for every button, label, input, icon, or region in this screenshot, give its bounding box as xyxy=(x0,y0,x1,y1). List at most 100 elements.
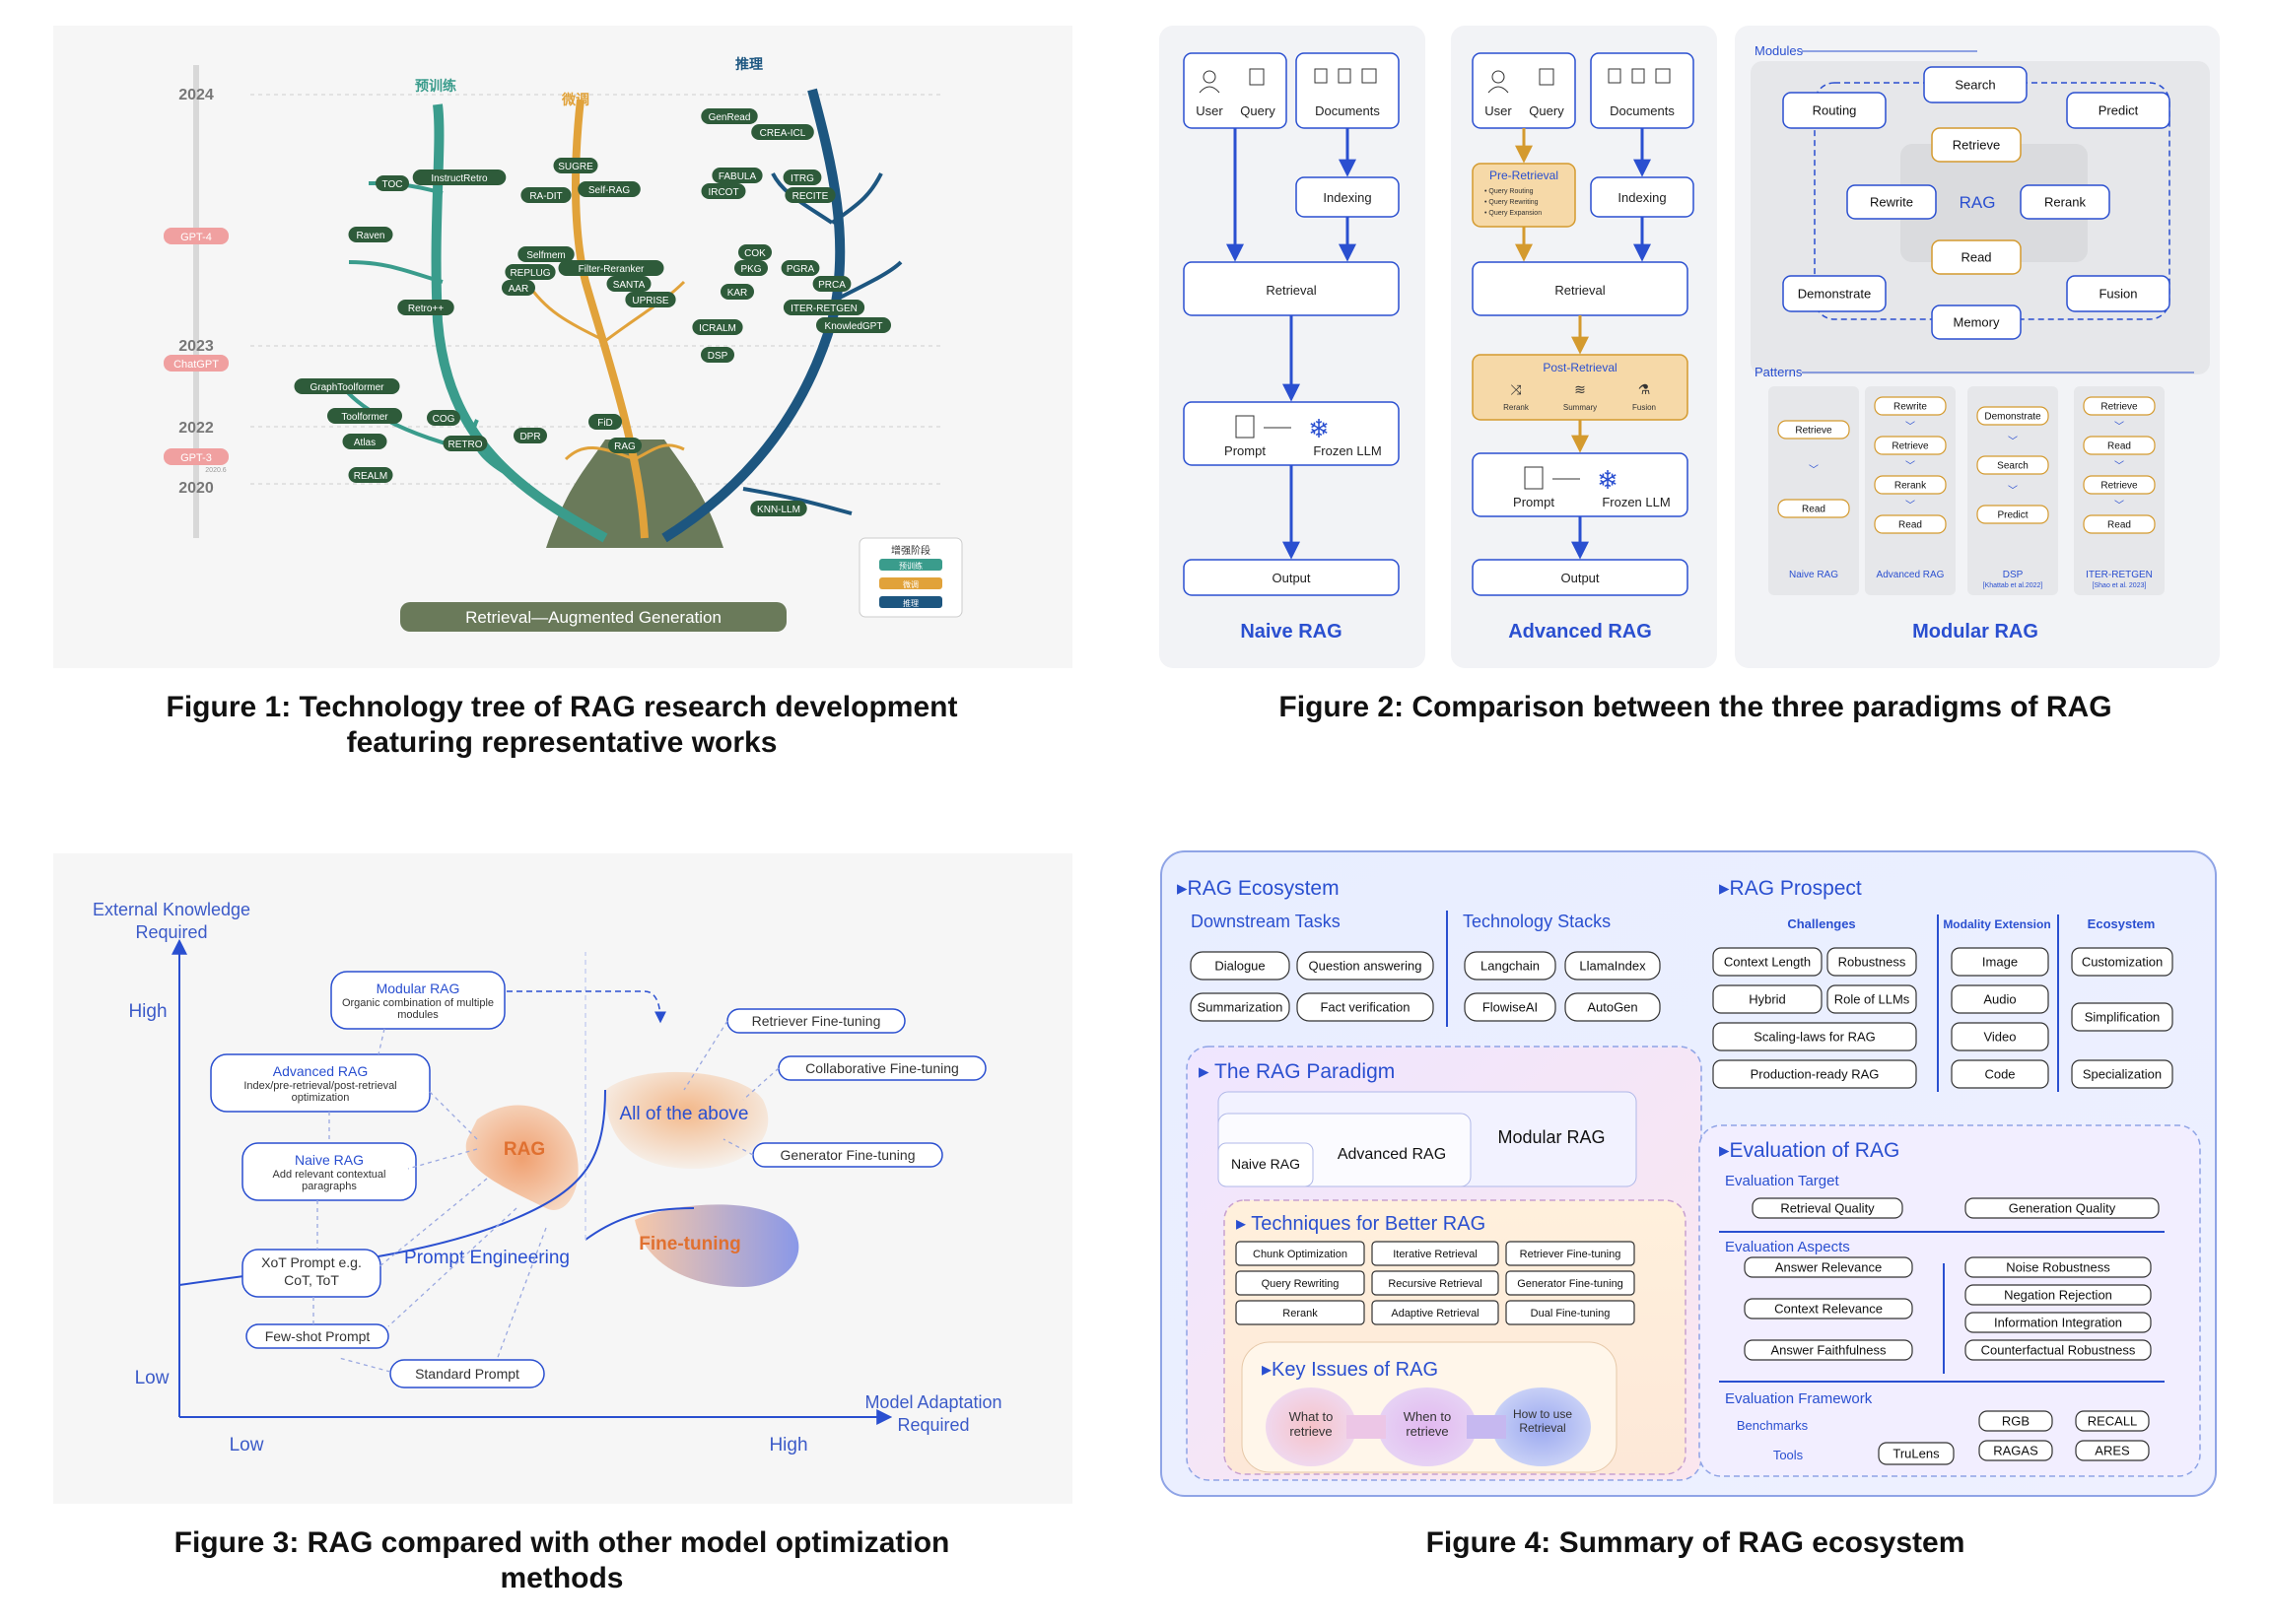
svg-text:Raven: Raven xyxy=(357,231,385,241)
advanced-rag-box xyxy=(210,1053,431,1113)
technique: Chunk Optimization xyxy=(1235,1241,1365,1266)
svg-text:KnowledGPT: KnowledGPT xyxy=(825,321,883,332)
branch-label-finetune: 微调 xyxy=(561,92,589,107)
svg-text:Noise Robustness: Noise Robustness xyxy=(2006,1260,2110,1275)
svg-text:Code: Code xyxy=(1984,1067,2015,1082)
all-above-blob xyxy=(605,1071,769,1169)
retriever-ft: Retriever Fine-tuning xyxy=(752,1013,881,1029)
svg-text:Summarization: Summarization xyxy=(1198,1000,1283,1015)
downstream-task: Summarization xyxy=(1190,992,1290,1022)
tree-node: DSP xyxy=(701,347,734,363)
advanced-title: Advanced RAG xyxy=(1508,621,1652,643)
modular-rag-title: Modular RAG xyxy=(377,981,460,996)
svg-text:﹀: ﹀ xyxy=(2008,485,2018,497)
module-node: Fusion xyxy=(2066,275,2170,312)
prompt-doc-icon xyxy=(1235,415,1255,439)
svg-text:Retrieval Quality: Retrieval Quality xyxy=(1780,1201,1875,1216)
svg-text:DPR: DPR xyxy=(519,432,540,442)
svg-text:Predict: Predict xyxy=(2099,103,2139,118)
svg-text:REPLUG: REPLUG xyxy=(510,268,550,279)
pattern-step: Search xyxy=(1976,455,2049,475)
svg-text:Dialogue: Dialogue xyxy=(1214,959,1265,974)
svg-text:Read: Read xyxy=(1802,505,1825,515)
year-label: 2024 xyxy=(178,87,214,103)
svg-text:Atlas: Atlas xyxy=(354,438,376,448)
tool: TruLens xyxy=(1878,1442,1955,1465)
downstream-task: Fact verification xyxy=(1296,992,1434,1022)
eval-target: Generation Quality xyxy=(1964,1197,2160,1219)
pre-item: • Query Expansion xyxy=(1484,210,1542,217)
figure-4-panel: ▸RAG Ecosystem Downstream Tasks Technolo… xyxy=(1159,849,2220,1500)
eval-aspect: Information Integration xyxy=(1964,1312,2152,1333)
tech-stack: Langchain xyxy=(1464,951,1556,981)
tree-node: REALM xyxy=(348,467,393,483)
svg-text:Answer Relevance: Answer Relevance xyxy=(1775,1260,1882,1275)
tree-node: ITRG xyxy=(783,169,822,185)
svg-text:PKG: PKG xyxy=(740,264,761,275)
naive-rag-desc: Add relevant contextual paragraphs xyxy=(272,1169,386,1192)
svg-text:Specialization: Specialization xyxy=(2083,1067,2162,1082)
challenges-title: Challenges xyxy=(1787,916,1855,931)
technique: Generator Fine-tuning xyxy=(1505,1270,1635,1296)
svg-text:RECITE: RECITE xyxy=(792,191,829,202)
patterns-label: Patterns xyxy=(1755,365,1803,379)
svg-text:KNN-LLM: KNN-LLM xyxy=(757,505,800,515)
naive-title: Naive RAG xyxy=(1240,621,1342,643)
svg-text:Robustness: Robustness xyxy=(1838,955,1906,970)
svg-text:GenRead: GenRead xyxy=(709,112,751,123)
techniques-title: ▸ Techniques for Better RAG xyxy=(1236,1213,1485,1235)
svg-text:FlowiseAI: FlowiseAI xyxy=(1482,1000,1538,1015)
paradigm-advanced: Advanced RAG xyxy=(1338,1146,1446,1163)
svg-text:Query Rewriting: Query Rewriting xyxy=(1262,1278,1340,1290)
svg-text:Retrieve: Retrieve xyxy=(2100,402,2138,413)
svg-text:Retrieve: Retrieve xyxy=(1892,441,1929,452)
pattern-step: Predict xyxy=(1976,505,2049,524)
svg-text:﹀: ﹀ xyxy=(1809,464,1819,476)
rag-blob-label: RAG xyxy=(504,1139,545,1160)
eco-item: Customization xyxy=(2071,947,2173,977)
naive-user-label: User xyxy=(1196,103,1223,118)
benchmarks-label: Benchmarks xyxy=(1737,1418,1809,1433)
svg-text:Fusion: Fusion xyxy=(2099,287,2137,302)
tools-label: Tools xyxy=(1773,1448,1804,1462)
svg-text:ARES: ARES xyxy=(2095,1444,2130,1458)
snowflake-icon: ❄ xyxy=(1308,414,1330,443)
paradigm-naive: Naive RAG xyxy=(1231,1156,1300,1172)
pattern-step: Read xyxy=(2083,436,2156,455)
waveform-icon: ≋ xyxy=(1574,381,1586,397)
svg-text:Search: Search xyxy=(1997,461,2029,472)
pattern-step: Read xyxy=(1874,514,1947,534)
snowflake-icon: ❄ xyxy=(1597,465,1618,495)
y-low: Low xyxy=(135,1368,170,1388)
challenge: Context Length xyxy=(1712,947,1823,977)
generator-ft: Generator Fine-tuning xyxy=(781,1147,916,1163)
challenge: Role of LLMs xyxy=(1826,984,1917,1014)
svg-text:Fact verification: Fact verification xyxy=(1320,1000,1410,1015)
svg-text:Counterfactual Robustness: Counterfactual Robustness xyxy=(1981,1343,2136,1358)
svg-text:Question answering: Question answering xyxy=(1309,959,1422,974)
module-node: Demonstrate xyxy=(1782,275,1887,312)
svg-text:﹀: ﹀ xyxy=(1905,460,1915,472)
tree-node: RA-DIT xyxy=(520,187,572,203)
eval-aspect: Negation Rejection xyxy=(1964,1284,2152,1306)
tree-node: Selfmem xyxy=(517,246,575,262)
issue-how: How to use Retrieval xyxy=(1512,1407,1573,1435)
naive-indexing: Indexing xyxy=(1323,190,1371,205)
tree-node: COG xyxy=(427,410,460,426)
tree-node: Retro++ xyxy=(397,300,454,315)
svg-text:Predict: Predict xyxy=(1997,510,2028,521)
figure-3-caption: Figure 3: RAG compared with other model … xyxy=(173,1526,950,1594)
tree-node: RAG xyxy=(608,438,642,453)
fusion-icon: ⚗ xyxy=(1638,381,1651,397)
tree-node: GenRead xyxy=(701,108,758,124)
tree-node: Raven xyxy=(348,227,393,242)
modular-rag-box xyxy=(330,971,506,1030)
few-shot-label: Few-shot Prompt xyxy=(265,1328,371,1344)
svg-text:COK: COK xyxy=(744,248,766,259)
svg-text:Demonstrate: Demonstrate xyxy=(1984,412,2041,423)
svg-text:Langchain: Langchain xyxy=(1480,959,1540,974)
figure-1-caption: Figure 1: Technology tree of RAG researc… xyxy=(166,691,958,759)
